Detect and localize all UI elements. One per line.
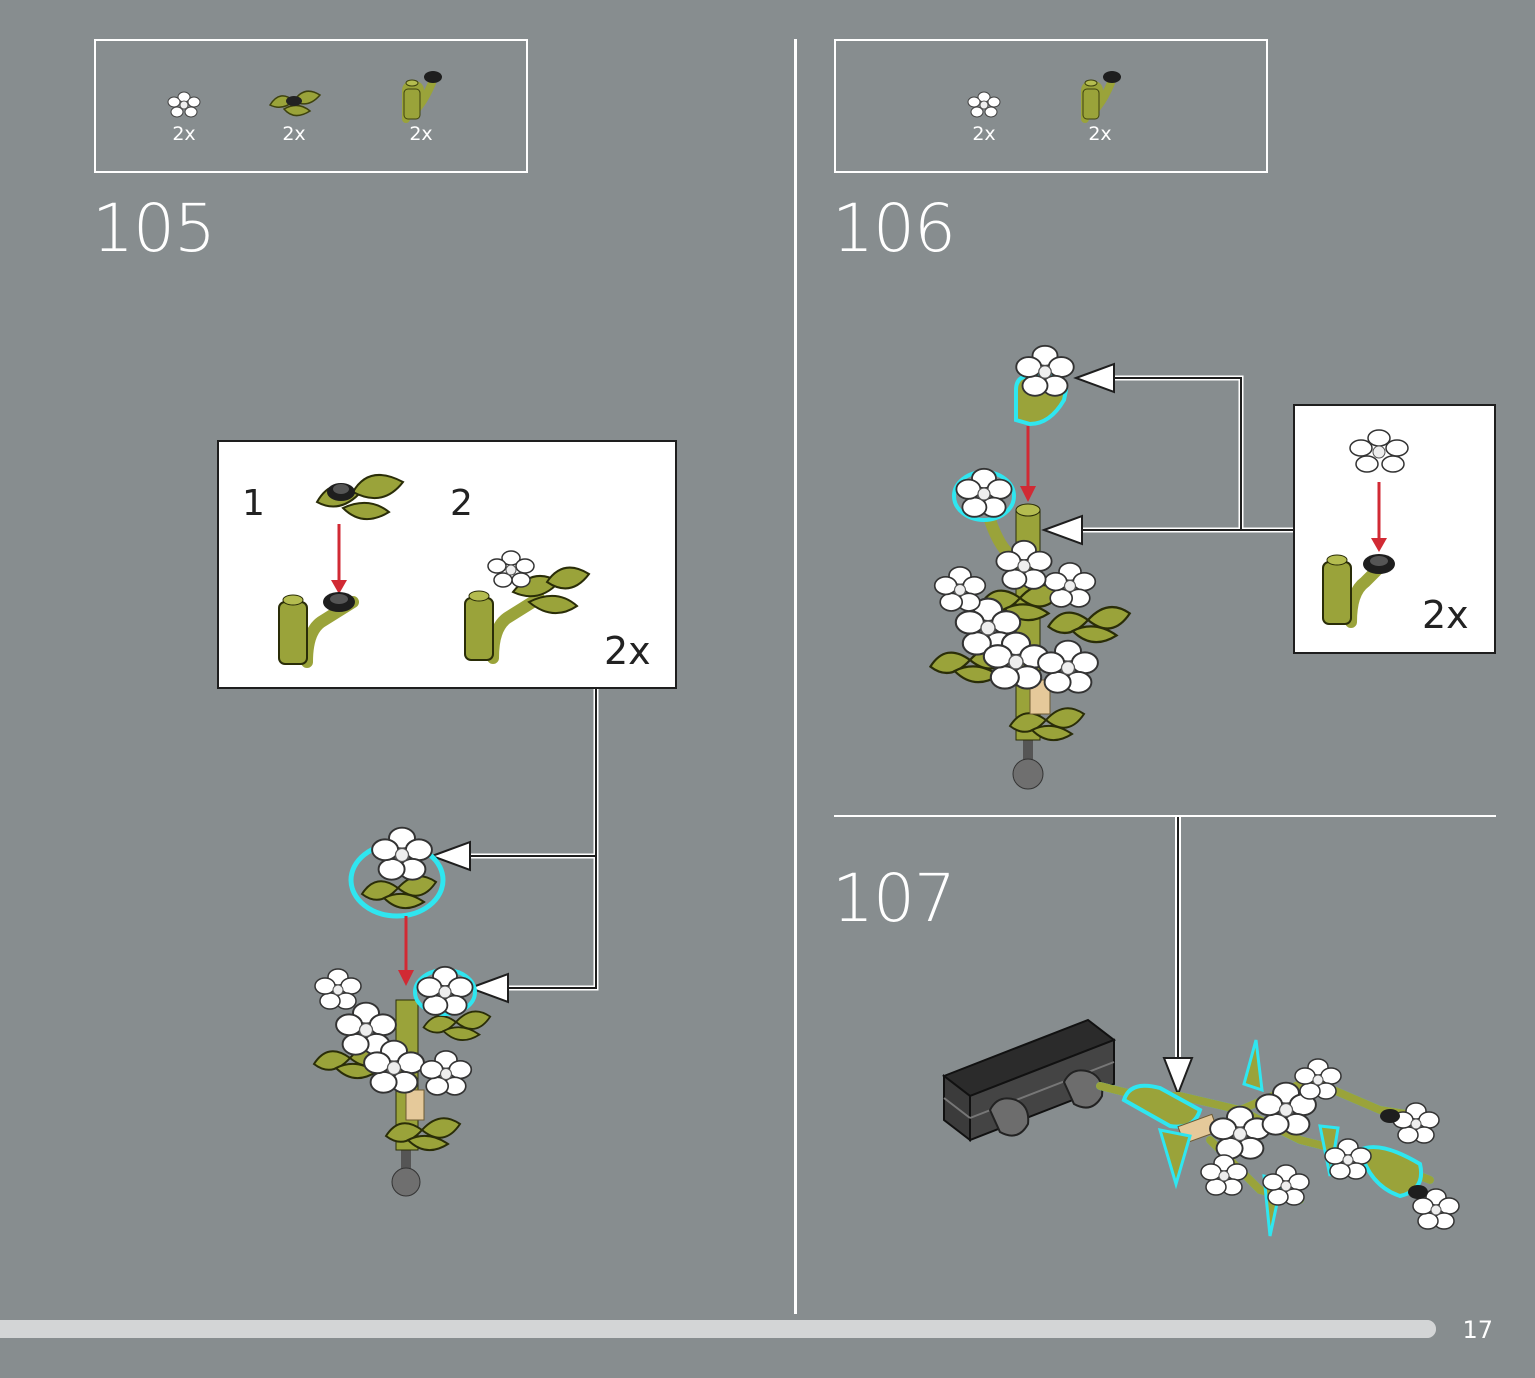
- subassembly-illustration: [1322, 429, 1409, 628]
- white-arrow: [1073, 362, 1115, 394]
- parts-list-step-105: 2x 2x 2x: [94, 39, 528, 173]
- subassembly-multiplier: 2x: [604, 629, 651, 673]
- step-number-105: 105: [92, 190, 216, 267]
- page-number: 17: [1462, 1316, 1493, 1344]
- stem-clip-icon: [1322, 554, 1395, 628]
- white-arrow: [467, 972, 509, 1004]
- leaf-plate-icon: [315, 474, 405, 520]
- white-flower-icon: [167, 91, 201, 118]
- page-progress-bar: [0, 1320, 1436, 1338]
- part-olive-stem-clip: 2x: [1065, 67, 1135, 145]
- page-progress-fill: [0, 1320, 1436, 1338]
- subassembly-multiplier: 2x: [1422, 593, 1469, 637]
- white-flower-icon: [1349, 429, 1409, 473]
- part-qty: 2x: [282, 123, 306, 145]
- subassembly-callout-106: 2x: [1293, 404, 1496, 654]
- part-olive-stem-clip: 2x: [386, 67, 456, 145]
- part-olive-leaf-plate: 2x: [259, 81, 329, 145]
- page-divider-vertical: [794, 39, 797, 1314]
- step-number-106: 106: [832, 190, 956, 267]
- white-flower-icon: [967, 91, 1001, 118]
- olive-leaf-plate-icon: [268, 90, 322, 117]
- white-arrow: [429, 840, 471, 872]
- olive-stem-clip-icon: [402, 71, 442, 123]
- step-107-connector: [1162, 817, 1194, 1097]
- assembly-107: [941, 1018, 1460, 1237]
- assembled-stem-icon: [464, 550, 591, 664]
- step-number-107: 107: [832, 860, 956, 937]
- part-qty: 2x: [409, 123, 433, 145]
- plant-assembly-106: [929, 344, 1131, 790]
- part-qty: 2x: [972, 123, 996, 145]
- part-qty: 2x: [1088, 123, 1112, 145]
- substep-number-2: 2: [450, 483, 473, 524]
- olive-stem-clip-icon: [1081, 71, 1121, 123]
- callout-connector-105: [466, 689, 599, 991]
- subassembly-callout-105: 1 2 2x: [217, 440, 677, 689]
- stem-clip-icon: [278, 592, 359, 668]
- part-white-flower: 2x: [949, 89, 1019, 145]
- part-qty: 2x: [172, 123, 196, 145]
- parts-list-step-106: 2x 2x: [834, 39, 1268, 173]
- substep-number-1: 1: [242, 483, 265, 524]
- part-white-flower: 2x: [149, 89, 219, 145]
- white-arrow: [1041, 514, 1083, 546]
- plant-assembly-105: [313, 826, 492, 1197]
- subassembly-illustration: [278, 474, 591, 668]
- step-divider-horizontal: [834, 815, 1496, 817]
